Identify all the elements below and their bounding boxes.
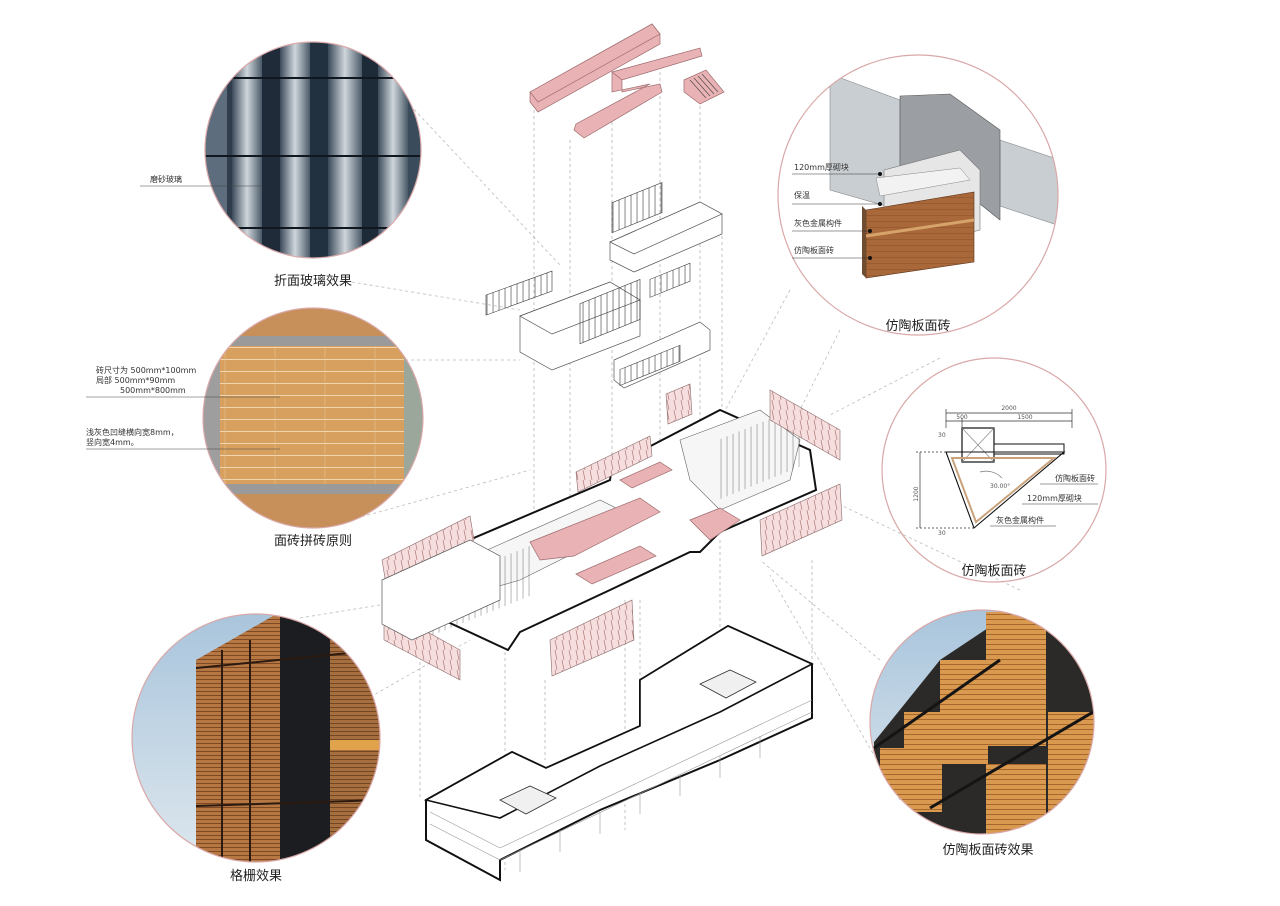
callout-wall-detail: 120mm厚砌块 保温 灰色金属构件 仿陶板面砖 仿陶板面砖 [777,54,1059,336]
grille-photo [132,614,380,862]
detail-label-metal: 灰色金属构件 [794,218,842,228]
dim-1500: 1500 [1017,414,1032,421]
detail-label-block: 120mm厚砌块 [794,162,849,172]
upper-floor-volumes [485,182,723,389]
leader-lines [299,104,1021,801]
facade-louver-panels [381,383,843,681]
callout-section-drawing: 2000 500 1500 30 1200 30 30.00° 仿陶板面砖 12… [881,357,1107,583]
glass-caption: 折面玻璃效果 [274,274,352,289]
wall-detail-model [778,55,1058,335]
tile-caption: 面砖拼砖原则 [274,534,352,549]
section-label-tile: 仿陶板面砖 [1055,473,1095,483]
dim-500: 500 [956,414,968,421]
tile-size-note: 砖尺寸为 500mm*100mm 局部 500mm*90mm 500mm*800… [96,365,199,395]
section-label-metal: 灰色金属构件 [996,515,1044,525]
section-drawing [916,409,1073,529]
folded-glass-photo [205,42,421,258]
callout-tile-rule: 砖尺寸为 500mm*100mm 局部 500mm*90mm 500mm*800… [86,307,424,549]
callout-grille: 格栅效果 [131,613,381,884]
section-caption: 仿陶板面砖 [961,563,1026,579]
glass-note: 磨砂玻璃 [150,174,182,184]
callout-folded-glass: 磨砂玻璃 折面玻璃效果 [140,41,422,289]
dim-angle: 30.00° [990,483,1010,490]
detail-caption: 仿陶板面砖 [885,318,950,334]
roof-pink-volumes [529,23,725,139]
detail-label-tile: 仿陶板面砖 [794,245,834,255]
building-axonometric [381,23,843,882]
dim-30-top: 30 [938,432,946,439]
dim-2000: 2000 [1001,405,1016,412]
detail-label-insulation: 保温 [794,190,810,200]
tile-effect-photo [870,610,1094,834]
dim-30-bottom: 30 [938,530,946,537]
callout-tile-effect: 仿陶板面砖效果 [869,609,1095,858]
dim-1200: 1200 [913,486,920,501]
tile-photo [203,308,423,528]
grille-caption: 格栅效果 [230,868,282,884]
ground-floor-volume [423,624,814,882]
tile-joint-note: 浅灰色凹缝横向宽8mm， 竖向宽4mm。 [86,427,181,447]
section-label-block: 120mm厚砌块 [1027,493,1082,503]
effect-caption: 仿陶板面砖效果 [942,842,1033,858]
main-floor-plate [421,406,818,652]
